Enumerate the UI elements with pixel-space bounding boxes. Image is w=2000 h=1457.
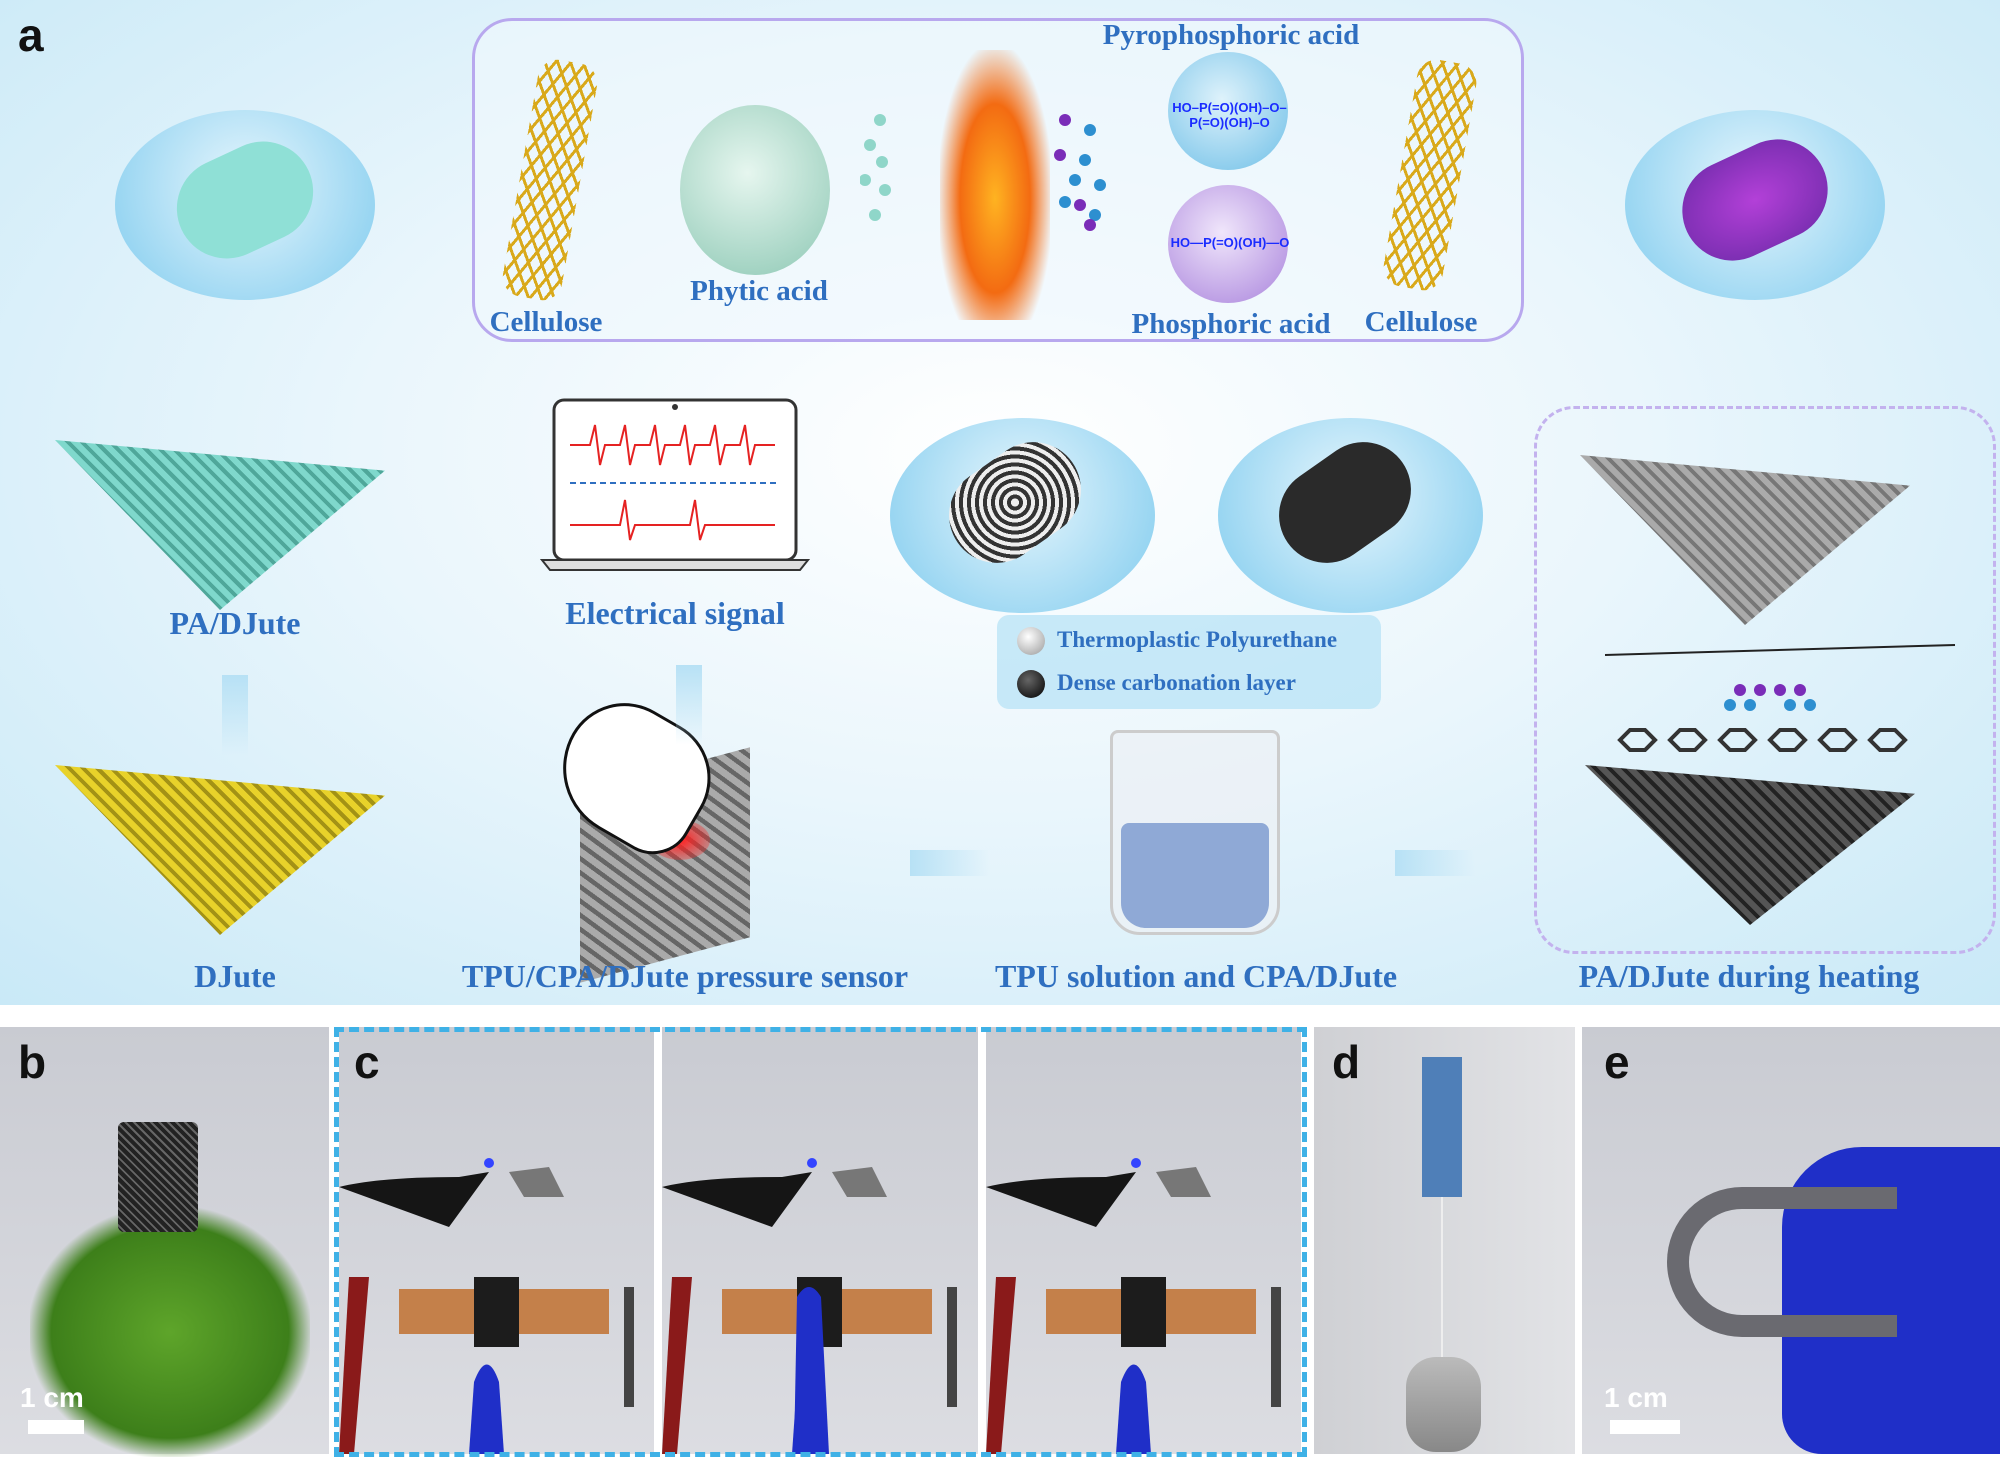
label-pa-djute: PA/DJute — [169, 605, 301, 641]
heating-dashed-box — [1534, 406, 1996, 954]
pyrophosphoric-acid-sphere — [1168, 52, 1288, 170]
label-pressure-sensor: TPU/CPA/DJute pressure sensor — [461, 958, 909, 994]
cellulose-to-graphitic-chain — [1604, 644, 1956, 752]
tpu-solution — [1121, 823, 1269, 928]
panel-c-circuit-illustrations — [339, 1158, 1281, 1454]
panel-label-b: b — [18, 1036, 47, 1088]
tpu-ball-icon — [1017, 627, 1045, 655]
panel-label-c: c — [354, 1036, 380, 1088]
label-heating: PA/DJute during heating — [1578, 958, 1920, 994]
arrow-left-tpu — [1395, 850, 1475, 876]
arrow-left-sensor — [910, 850, 990, 876]
hanging-thread — [1441, 1197, 1443, 1357]
carbon-ball-icon — [1017, 670, 1045, 698]
blue-clamp — [1422, 1057, 1462, 1197]
label-phosphoric-acid: Phosphoric acid — [1131, 308, 1331, 340]
pyrophosphoric-formula: HO–P(=O)(OH)–O–P(=O)(OH)–O — [1172, 100, 1287, 130]
scale-bar-b — [28, 1420, 84, 1434]
label-tpu-solution: TPU solution and CPA/DJute — [994, 958, 1398, 994]
beaker — [1110, 730, 1280, 935]
label-phytic-acid: Phytic acid — [690, 275, 828, 307]
legend: Thermoplastic Polyurethane Dense carbona… — [997, 615, 1381, 709]
laptop-signal-display — [540, 398, 810, 571]
bent-sensor-loop — [1667, 1187, 1897, 1337]
panel-e-photo: e 1 cm — [1582, 1027, 2000, 1454]
label-cellulose-right: Cellulose — [1364, 306, 1478, 338]
label-cellulose-left: Cellulose — [489, 306, 603, 338]
phytic-acid-sphere — [680, 105, 830, 275]
sample-cylinder — [118, 1122, 198, 1232]
panel-c-dashed-frame — [334, 1027, 1307, 1457]
arrow-up-djute — [222, 675, 248, 755]
label-electrical-signal: Electrical signal — [565, 595, 785, 631]
leaf — [30, 1207, 310, 1457]
djute-fabric — [55, 765, 385, 935]
panel-label-e: e — [1604, 1036, 1630, 1088]
scale-label-e: 1 cm — [1604, 1382, 1668, 1413]
panel-label-a: a — [18, 9, 44, 61]
panel-b-photo: b 1 cm — [0, 1027, 329, 1457]
particles — [860, 114, 1106, 231]
legend-carbon: Dense carbonation layer — [1057, 670, 1296, 695]
scale-bar-e — [1610, 1420, 1680, 1434]
legend-tpu: Thermoplastic Polyurethane — [1057, 627, 1338, 652]
phosphoric-formula: HO—P(=O)(OH)—O — [1170, 235, 1290, 250]
panel-a-schematic: a HO–P(=O)(OH)–O–P(=O)(OH)–O HO—P(=O)(OH… — [0, 0, 2000, 1005]
pa-djute-fabric — [55, 440, 385, 610]
weight — [1406, 1357, 1481, 1452]
arrow-up-signal — [676, 665, 702, 745]
scale-label-b: 1 cm — [20, 1382, 84, 1413]
panel-label-d: d — [1332, 1036, 1361, 1088]
flame-illustration — [940, 50, 1050, 320]
phosphoric-acid-sphere — [1168, 185, 1288, 303]
label-djute: DJute — [194, 958, 276, 994]
label-pyrophosphoric-acid: Pyrophosphoric acid — [1102, 19, 1360, 51]
panel-d-photo: d — [1314, 1027, 1575, 1454]
